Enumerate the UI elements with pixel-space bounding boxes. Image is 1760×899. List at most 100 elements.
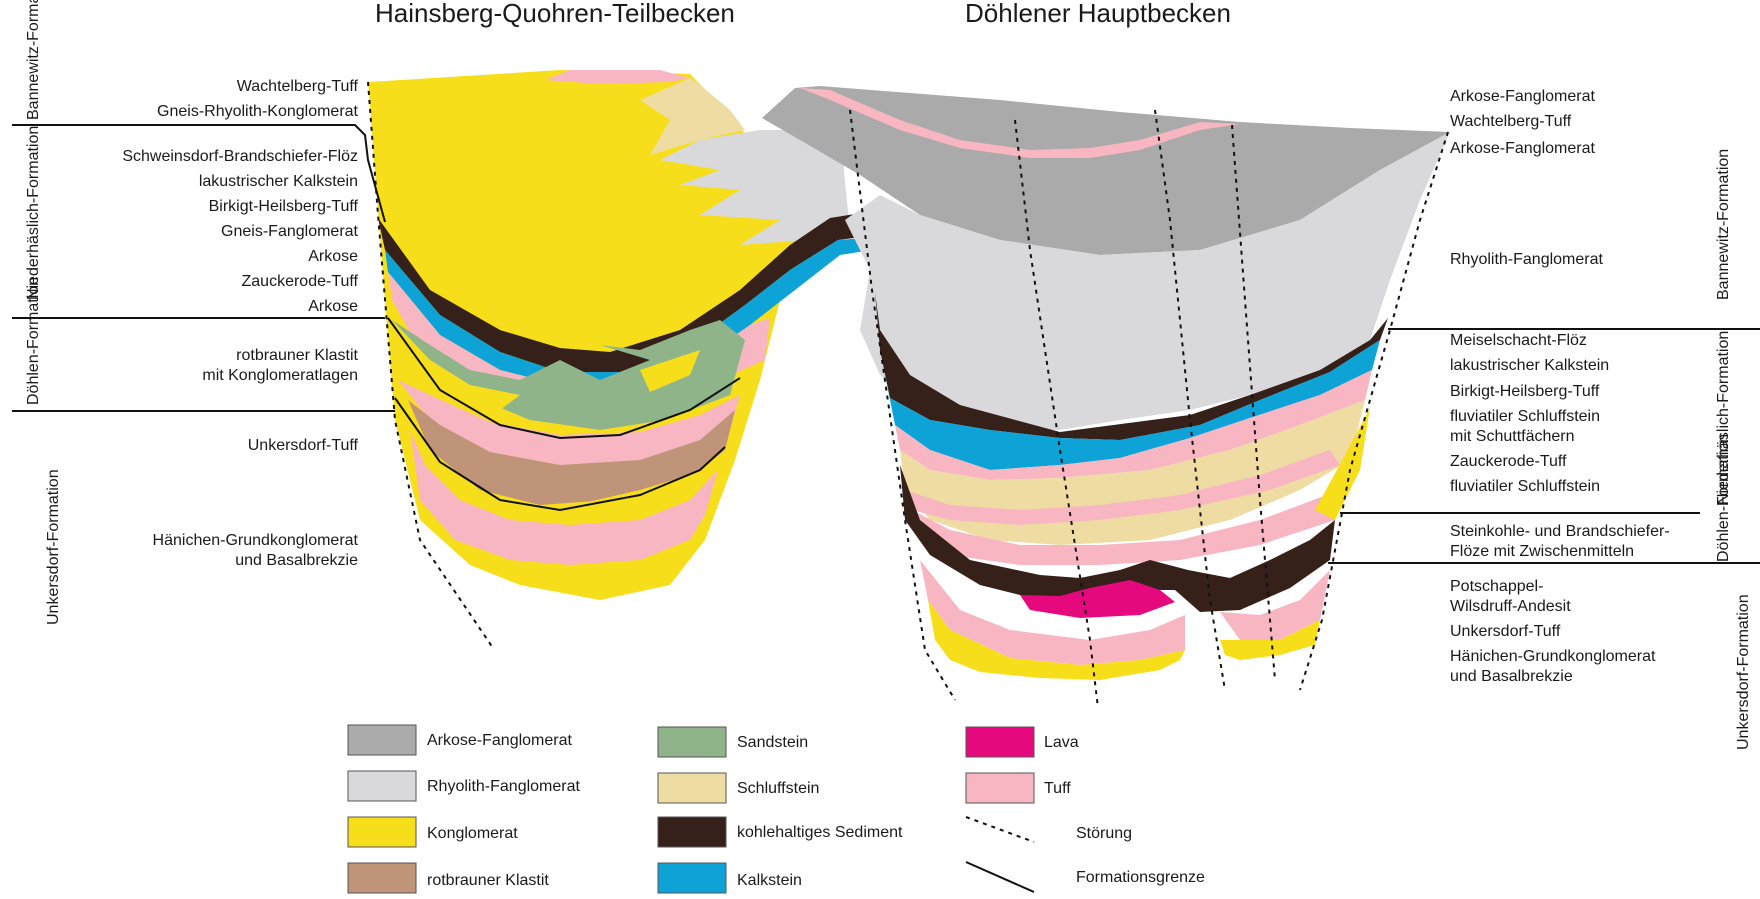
left-rhyolith-tongue <box>660 130 850 245</box>
right-formation-bannewitz: Bannewitz-Formation <box>1715 149 1732 300</box>
left-basal-tuff <box>410 430 718 565</box>
left-wachtelberg-tuff <box>545 70 690 84</box>
left-label: Birkigt-Heilsberg-Tuff <box>209 198 359 215</box>
right-formation-niederhaeslich: Niederhäslich-Formation <box>1715 331 1732 505</box>
right-label: Wachtelberg-Tuff <box>1450 113 1572 130</box>
legend: Arkose-Fanglomerat Rhyolith-Fanglomerat … <box>347 724 1205 894</box>
right-coal-lower <box>900 465 1335 612</box>
legend-swatch-schluffstein <box>657 772 727 804</box>
right-label: Arkose-Fanglomerat <box>1450 140 1596 157</box>
right-formation-doehlen: Döhlen-Formation <box>1715 434 1732 562</box>
right-label: mit Schuttfächern <box>1450 428 1575 445</box>
left-konglomerat-lens <box>430 360 520 410</box>
legend-swatch-lava <box>965 726 1035 758</box>
right-kalkstein <box>880 340 1380 470</box>
legend-label: rotbrauner Klastit <box>427 872 549 889</box>
legend-symbol-stoerung <box>965 816 1035 843</box>
right-tuff-lower <box>912 490 1340 565</box>
left-formation-bannewitz: Bannewitz-Formation <box>25 0 42 120</box>
right-basal-konglomerat-2 <box>1220 620 1320 660</box>
left-label: lakustrischer Kalkstein <box>199 173 358 190</box>
right-label: Hänichen-Grundkonglomerat <box>1450 648 1656 665</box>
left-basin <box>367 70 872 649</box>
right-formation-lines <box>1328 328 1760 564</box>
legend-swatch-tuff <box>965 772 1035 804</box>
left-formation-unkersdorf: Unkersdorf-Formation <box>45 469 62 625</box>
legend-swatch-konglomerat <box>347 816 417 848</box>
right-basal-konglomerat <box>928 600 1185 680</box>
right-rhyolith-fanglomerat <box>845 132 1450 430</box>
legend-swatch-sandstein <box>657 726 727 758</box>
right-label: fluviatiler Schluffstein <box>1450 478 1600 495</box>
right-basal-tuff-2 <box>1220 570 1330 640</box>
left-tuff-lower <box>398 380 740 468</box>
right-label: Wilsdruff-Andesit <box>1450 598 1571 615</box>
left-label: rotbrauner Klastit <box>236 347 358 364</box>
legend-label: Lava <box>1044 734 1079 751</box>
right-fault-1 <box>849 109 956 701</box>
left-boundary-bannewitz <box>12 124 386 223</box>
legend-swatch-rotbrauner-klastit <box>347 862 417 894</box>
legend-label: Tuff <box>1044 780 1071 797</box>
right-fault-5 <box>1299 131 1449 691</box>
left-label: und Basalbrekzie <box>235 552 358 569</box>
left-schluffstein-tongue <box>640 78 745 155</box>
legend-label: Schluffstein <box>737 780 819 797</box>
left-coal-layer <box>378 214 870 372</box>
left-label: Arkose <box>308 248 358 265</box>
right-konglomerat-wedge <box>1315 408 1370 520</box>
left-label: Arkose <box>308 298 358 315</box>
left-label: Zauckerode-Tuff <box>242 273 359 290</box>
right-zauckerode-tuff <box>905 450 1340 525</box>
legend-swatch-rhyolith-fanglomerat <box>347 770 417 802</box>
right-formation-names: Bannewitz-Formation Niederhäslich-Format… <box>1715 149 1752 750</box>
right-arkose-fanglomerat <box>762 86 1450 255</box>
right-label: Meiselschacht-Flöz <box>1450 332 1587 349</box>
left-formation-lines <box>12 124 395 412</box>
left-kalkstein <box>385 238 872 385</box>
left-formation-niederhaeslich: Niederhäslich-Formation <box>25 126 42 300</box>
left-rotbrauner-klastit <box>408 400 735 505</box>
right-label: Steinkohle- und Brandschiefer- <box>1450 523 1670 540</box>
right-label: Unkersdorf-Tuff <box>1450 623 1561 640</box>
left-formation-doehlen: Döhlen-Formation <box>25 277 42 405</box>
right-label: und Basalbrekzie <box>1450 668 1573 685</box>
left-fault-line <box>367 81 494 649</box>
left-label: Hänichen-Grundkonglomerat <box>153 532 359 549</box>
left-formation-boundary-1 <box>387 317 741 440</box>
legend-swatch-arkose-fanglomerat <box>347 724 417 756</box>
right-basin <box>762 86 1450 709</box>
right-label: Birkigt-Heilsberg-Tuff <box>1450 383 1600 400</box>
right-lava-body <box>1020 580 1175 618</box>
right-birkigt-tuff <box>895 370 1372 480</box>
left-label: Gneis-Fanglomerat <box>221 223 359 240</box>
legend-label: kohlehaltiges Sediment <box>737 824 903 841</box>
right-fault-3 <box>1154 109 1226 691</box>
right-label: Flöze mit Zwischenmitteln <box>1450 543 1634 560</box>
right-label: lakustrischer Kalkstein <box>1450 357 1609 374</box>
right-label: Potschappel- <box>1450 578 1543 595</box>
legend-label: Arkose-Fanglomerat <box>427 732 573 749</box>
right-label: Rhyolith-Fanglomerat <box>1450 251 1604 268</box>
right-formation-unkersdorf: Unkersdorf-Formation <box>1735 594 1752 750</box>
left-sandstein <box>392 320 745 430</box>
left-label: Wachtelberg-Tuff <box>237 78 359 95</box>
left-formation-boundary-2 <box>394 397 726 512</box>
legend-label: Rhyolith-Fanglomerat <box>427 778 581 795</box>
legend-swatch-kalkstein <box>657 862 727 894</box>
left-label: Unkersdorf-Tuff <box>248 437 359 454</box>
left-label: mit Konglomeratlagen <box>202 367 358 384</box>
legend-symbol-formationsgrenze <box>965 861 1035 893</box>
left-label: Schweinsdorf-Brandschiefer-Flöz <box>122 148 358 165</box>
right-basal-tuff <box>920 560 1185 665</box>
left-label: Gneis-Rhyolith-Konglomerat <box>157 103 359 120</box>
legend-label: Sandstein <box>737 734 808 751</box>
legend-label: Kalkstein <box>737 872 802 889</box>
left-formation-names: Bannewitz-Formation Niederhäslich-Format… <box>25 0 62 625</box>
right-label: Arkose-Fanglomerat <box>1450 88 1596 105</box>
left-konglomerat-lens-2 <box>640 350 700 392</box>
legend-label: Störung <box>1076 825 1132 842</box>
left-labels: Wachtelberg-Tuff Gneis-Rhyolith-Konglome… <box>122 78 358 569</box>
legend-label: Formationsgrenze <box>1076 869 1205 886</box>
